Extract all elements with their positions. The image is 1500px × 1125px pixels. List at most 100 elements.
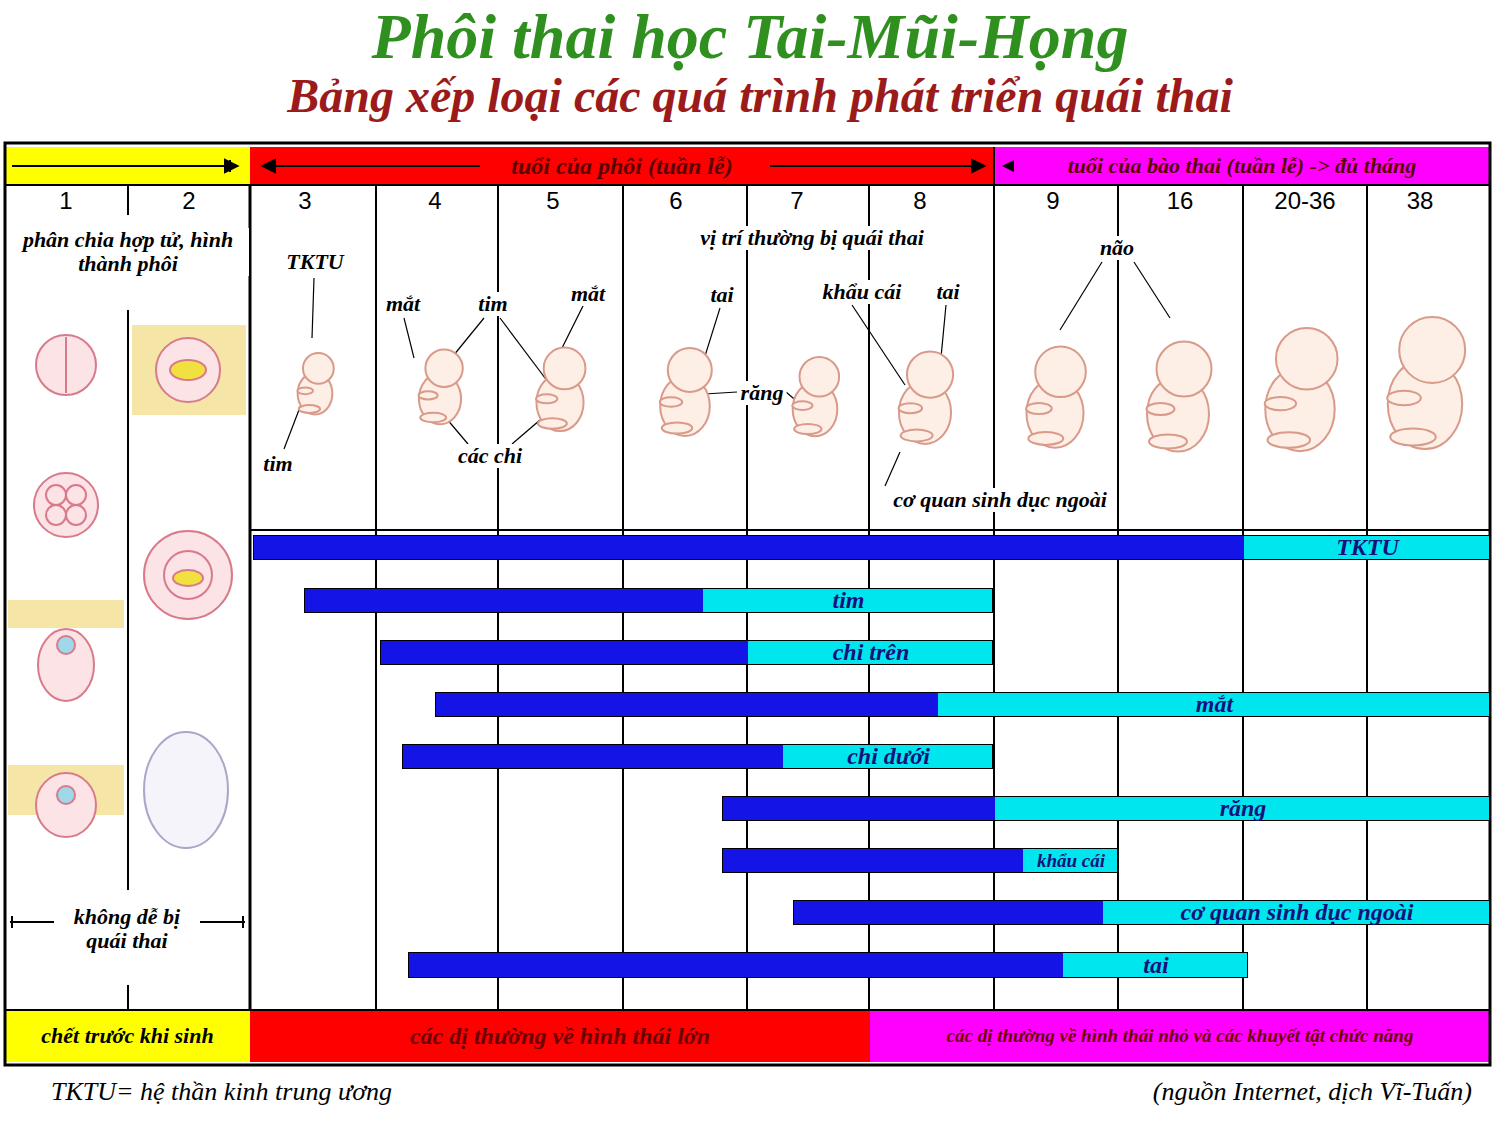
outcome-band: chết trước khi sinh xyxy=(5,1010,250,1062)
leader-line xyxy=(1242,185,1244,1010)
band-fill xyxy=(5,1010,250,1062)
leader-line xyxy=(11,916,13,928)
organ-label: khẩu cái xyxy=(820,280,905,304)
figure-shape xyxy=(901,430,933,442)
figure-shape xyxy=(1157,342,1212,397)
figure-shape xyxy=(662,422,692,433)
figure-shape xyxy=(144,531,232,619)
bar-label: khẩu cái xyxy=(1023,849,1119,872)
outcome-band: các dị thường về hình thái lớn xyxy=(250,1010,870,1062)
leader-line xyxy=(1134,262,1170,318)
figure-shape xyxy=(46,505,66,525)
organ-label: tai xyxy=(933,280,962,304)
leader-line xyxy=(512,420,540,444)
week-number: 6 xyxy=(666,188,685,214)
fetus-age-band: tuổi của bào thai (tuần lễ) -> đủ tháng xyxy=(994,147,1490,185)
band-fill xyxy=(132,325,246,415)
organ-label: tai xyxy=(707,283,736,307)
week-number: 8 xyxy=(910,188,929,214)
figure-shape xyxy=(38,629,94,701)
figure-shape xyxy=(36,335,96,395)
figure-shape xyxy=(8,325,246,848)
source-note: (nguồn Internet, dịch Vĩ-Tuấn) xyxy=(1150,1078,1475,1107)
figure-shape xyxy=(173,570,203,586)
figure-shape xyxy=(297,387,313,394)
leader-line xyxy=(993,147,995,1010)
sensitivity-bar: răng xyxy=(722,796,1490,821)
chart-title: Phôi thai học Tai-Mũi-Họng xyxy=(0,2,1500,72)
embryo-age-band: tuổi của phôi (tuần lễ) xyxy=(250,147,994,185)
organ-label: TKTU xyxy=(283,250,346,274)
organ-label: răng xyxy=(738,381,787,405)
figure-shape xyxy=(425,350,462,387)
organ-label: cơ quan sinh dục ngoài xyxy=(890,488,1110,512)
figure-shape xyxy=(1035,347,1086,398)
leader-line xyxy=(1366,185,1368,1010)
leader-line xyxy=(10,921,56,923)
figure-shape xyxy=(1026,403,1052,414)
figure-shape xyxy=(1149,435,1187,449)
figure-shape xyxy=(419,391,438,399)
figure-shape xyxy=(1028,432,1063,445)
figure-shape xyxy=(36,773,96,837)
figure-shape xyxy=(1276,328,1338,390)
organ-label: các chi xyxy=(455,444,525,468)
figure-shape xyxy=(34,473,98,537)
organ-label: tim xyxy=(475,292,510,316)
leader-line xyxy=(65,337,67,393)
bar-label: chi trên xyxy=(748,641,994,664)
sensitivity-bar: tim xyxy=(304,588,993,613)
figure-shape xyxy=(538,418,567,429)
week-number: 3 xyxy=(295,188,314,214)
leader-line xyxy=(249,185,252,1010)
sensitivity-bar: chi dưới xyxy=(402,744,993,769)
leader-line xyxy=(500,318,548,382)
band-fill xyxy=(5,147,250,185)
stage-note: phân chia hợp tử, hình thành phôi xyxy=(7,228,249,276)
week-number: 20-36 xyxy=(1271,188,1338,214)
figure-shape xyxy=(156,338,220,402)
leader-line xyxy=(127,985,129,1010)
organ-label: não xyxy=(1097,236,1137,260)
subtitle: Bảng xếp loại các quá trình phát triển q… xyxy=(284,70,1236,123)
week-number: 1 xyxy=(56,188,75,214)
figure-shape xyxy=(1147,403,1175,415)
figure-shape xyxy=(164,551,212,599)
band-label: tuổi của phôi (tuần lễ) xyxy=(511,153,732,179)
figure-shape xyxy=(1390,429,1436,446)
week-number: 16 xyxy=(1164,188,1197,214)
figure-shape xyxy=(46,485,66,505)
bar-label: tai xyxy=(1063,953,1249,977)
band-label: chết trước khi sinh xyxy=(41,1024,213,1048)
organ-label: mắt xyxy=(568,282,608,306)
figure-shape xyxy=(299,405,320,413)
band-fill xyxy=(8,600,124,628)
figure-shape xyxy=(1399,317,1465,383)
bar-label: tim xyxy=(703,589,994,612)
band-label: tuổi của bào thai (tuần lễ) -> đủ tháng xyxy=(1068,154,1417,178)
leader-line xyxy=(1117,185,1119,1010)
band-label: các dị thường về hình thái lớn xyxy=(410,1023,710,1049)
sensitivity-bar: chi trên xyxy=(380,640,993,665)
figure-shape xyxy=(1002,160,1014,172)
figure-shape xyxy=(57,786,75,804)
leader-line xyxy=(229,160,231,172)
leader-line xyxy=(404,318,414,358)
bar-label: răng xyxy=(995,797,1491,820)
week-number: 4 xyxy=(425,188,444,214)
figure-shape xyxy=(66,485,86,505)
bar-label: chi dưới xyxy=(783,745,994,768)
week-number: 38 xyxy=(1404,188,1437,214)
week-number: 9 xyxy=(1043,188,1062,214)
figure-shape xyxy=(66,505,86,525)
leader-line xyxy=(852,305,905,385)
band-fill xyxy=(5,143,1490,1065)
figure-shape xyxy=(907,352,953,398)
figure-shape xyxy=(794,424,821,434)
bar-label: TKTU xyxy=(1244,536,1491,559)
band-fill xyxy=(870,1010,1490,1062)
leader-line xyxy=(885,452,900,486)
leader-line xyxy=(127,310,129,890)
